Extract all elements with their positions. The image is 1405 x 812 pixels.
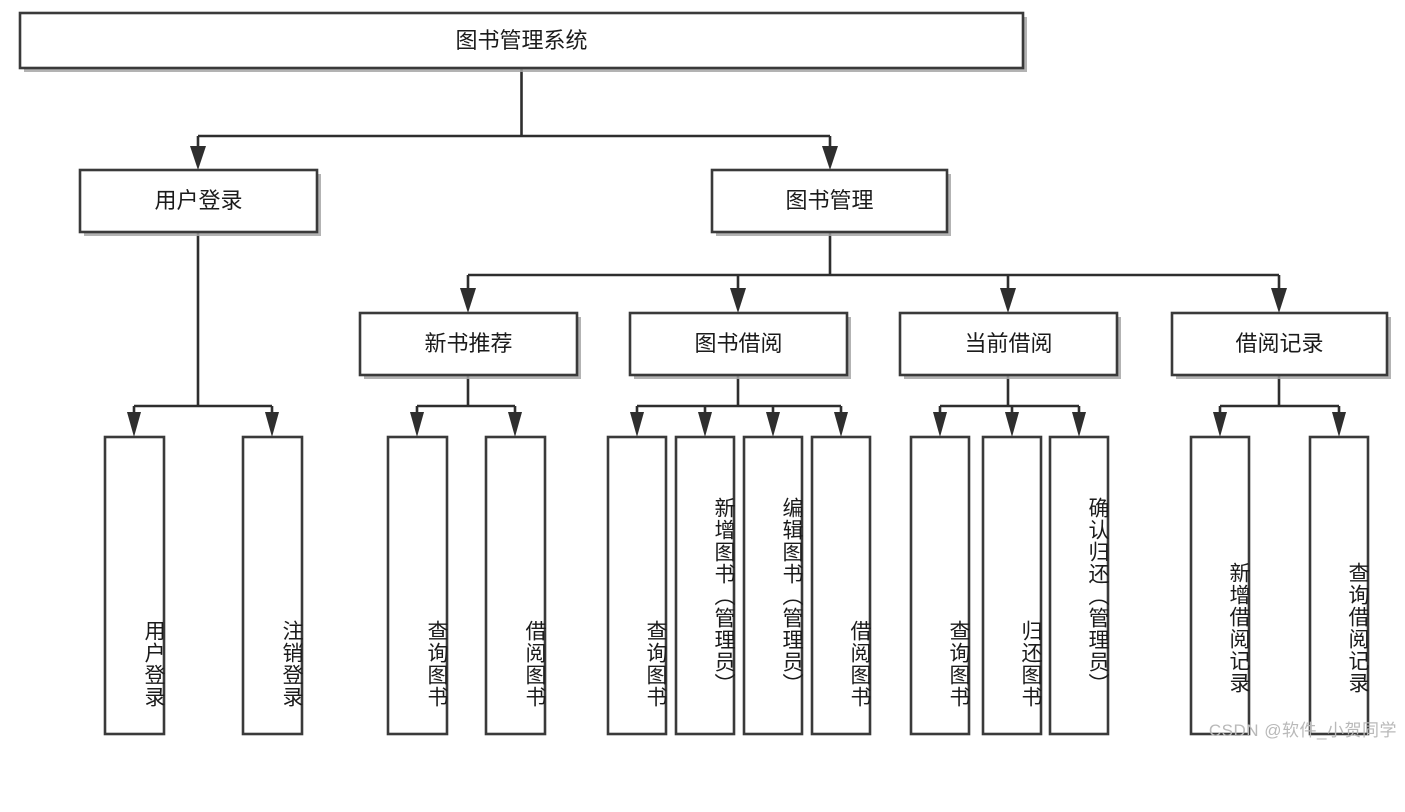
leaf-box-confirm-return[interactable] <box>1048 435 1110 736</box>
leaf-box-user-logout[interactable] <box>241 435 304 736</box>
node-root-title-box[interactable] <box>18 11 1025 70</box>
node-user-login-label: 用户登录 <box>154 188 242 213</box>
arrow-br-leaf-1 <box>1213 412 1227 437</box>
leaf-label-user-login: 用户登录 <box>142 619 165 708</box>
connector-layer <box>127 68 1346 437</box>
leaf-label-query-book-2: 查询图书 <box>644 619 667 708</box>
arrow-bb-leaf-3 <box>766 412 780 437</box>
node-new-book-rec-box[interactable] <box>358 311 579 377</box>
leaf-box-edit-book[interactable] <box>742 435 804 736</box>
leaf-box-user-login[interactable] <box>103 435 166 736</box>
node-current-borrow-box[interactable] <box>898 311 1119 377</box>
arrow-cb-leaf-2 <box>1005 412 1019 437</box>
arrow-bb-leaf-1 <box>630 412 644 437</box>
leaf-box-layer <box>103 435 1370 736</box>
arrow-user-login-leaf-1 <box>127 412 141 437</box>
diagram-svg: 图书管理系统 用户登录 图书管理 新书推荐 图书借阅 当前借阅 <box>18 11 1391 736</box>
node-book-manage-label: 图书管理 <box>785 188 873 213</box>
arrow-bm-to-book-borrow <box>730 288 746 313</box>
node-borrow-record-label: 借阅记录 <box>1235 331 1323 356</box>
leaf-label-edit-book: 编辑图书（管理员） <box>780 496 803 695</box>
node-user-login[interactable]: 用户登录 <box>78 168 321 236</box>
arrow-root-to-user-login <box>190 146 206 170</box>
leaf-box-return-book[interactable] <box>981 435 1043 736</box>
node-borrow-record[interactable]: 借阅记录 <box>1170 311 1391 379</box>
arrow-bm-to-borrow-record <box>1271 288 1287 313</box>
node-new-book-rec[interactable]: 新书推荐 <box>358 311 581 379</box>
leaf-box-borrow-book-1[interactable] <box>484 435 547 736</box>
leaf-label-borrow-book-1: 借阅图书 <box>523 619 546 708</box>
node-book-manage-box[interactable] <box>710 168 949 234</box>
arrow-bm-to-current-borrow <box>1000 288 1016 313</box>
arrow-nbr-leaf-1 <box>410 412 424 437</box>
leaf-label-user-logout: 注销登录 <box>280 619 303 708</box>
leaf-label-borrow-book-2: 借阅图书 <box>848 619 871 708</box>
leaf-label-query-book-3: 查询图书 <box>947 619 970 708</box>
leaf-label-return-book: 归还图书 <box>1019 619 1042 708</box>
leaf-box-query-book-3[interactable] <box>909 435 971 736</box>
node-book-borrow[interactable]: 图书借阅 <box>628 311 851 379</box>
node-root-title-label: 图书管理系统 <box>455 28 587 53</box>
leaf-label-add-record: 新增借阅记录 <box>1227 561 1250 694</box>
node-borrow-record-box[interactable] <box>1170 311 1389 377</box>
hierarchy-diagram-canvas: 图书管理系统 用户登录 图书管理 新书推荐 图书借阅 当前借阅 <box>18 11 1396 740</box>
arrow-nbr-leaf-2 <box>508 412 522 437</box>
node-book-borrow-box[interactable] <box>628 311 849 377</box>
leaf-box-borrow-book-2[interactable] <box>810 435 872 736</box>
leaf-box-query-book-2[interactable] <box>606 435 668 736</box>
arrow-br-leaf-2 <box>1332 412 1346 437</box>
leaf-label-add-book: 新增图书（管理员） <box>712 496 735 695</box>
node-current-borrow[interactable]: 当前借阅 <box>898 311 1121 379</box>
leaf-box-add-record[interactable] <box>1189 435 1251 736</box>
node-root-title[interactable]: 图书管理系统 <box>18 11 1027 72</box>
arrow-bb-leaf-2 <box>698 412 712 437</box>
arrow-root-to-book-manage <box>822 146 838 170</box>
node-book-borrow-label: 图书借阅 <box>694 331 782 356</box>
arrow-cb-leaf-1 <box>933 412 947 437</box>
leaf-label-confirm-return: 确认归还（管理员） <box>1086 496 1109 695</box>
arrow-bm-to-new-book-rec <box>460 288 476 313</box>
arrow-cb-leaf-3 <box>1072 412 1086 437</box>
leaf-box-query-record[interactable] <box>1308 435 1370 736</box>
leaf-label-query-book-1: 查询图书 <box>425 619 448 708</box>
leaf-box-add-book[interactable] <box>674 435 736 736</box>
arrow-user-login-leaf-2 <box>265 412 279 437</box>
arrow-bb-leaf-4 <box>834 412 848 437</box>
node-new-book-rec-label: 新书推荐 <box>424 331 512 356</box>
leaf-box-query-book-1[interactable] <box>386 435 449 736</box>
leaf-label-query-record: 查询借阅记录 <box>1346 561 1369 694</box>
node-user-login-box[interactable] <box>78 168 319 234</box>
node-book-manage[interactable]: 图书管理 <box>710 168 951 236</box>
node-current-borrow-label: 当前借阅 <box>964 331 1052 356</box>
